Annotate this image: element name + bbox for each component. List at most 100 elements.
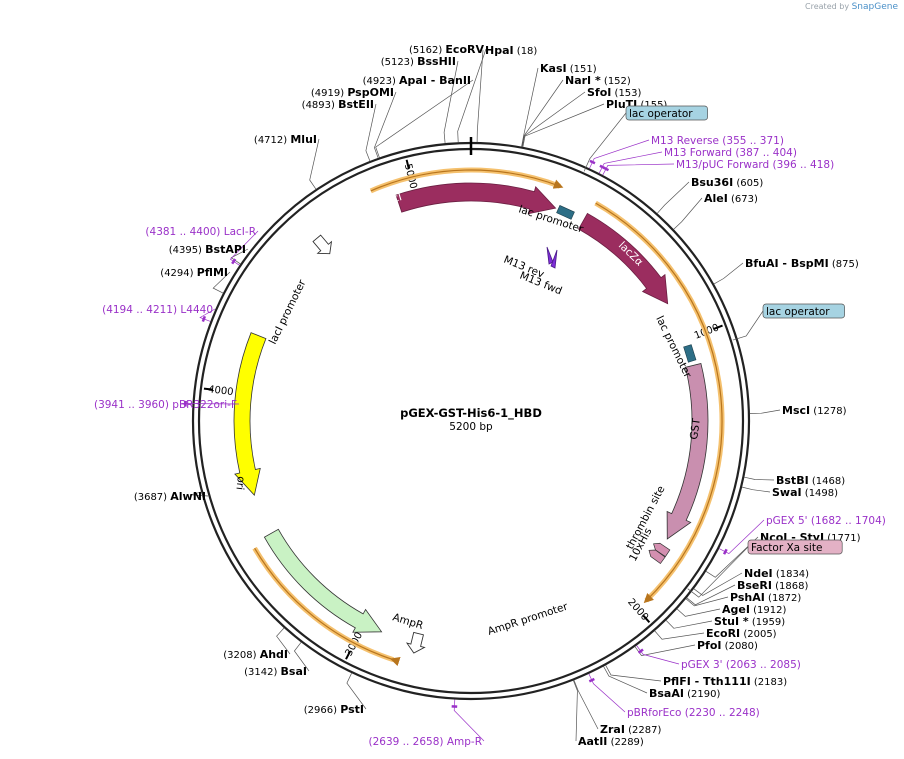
site-name: Bsu36I — [691, 176, 733, 189]
site-label-26[interactable]: (3687) AlwNI — [134, 490, 206, 503]
site-label-19[interactable]: PflFI - Tth111I (2183) — [663, 675, 787, 688]
primer-label-0[interactable]: M13 Reverse (355 .. 371) — [651, 135, 784, 147]
site-label-12[interactable]: NdeI (1834) — [744, 567, 809, 580]
m13-fwd-arrow — [550, 249, 558, 269]
center-labels: pGEX-GST-His6-1_HBD 5200 bp — [400, 406, 542, 433]
site-position: (1872) — [765, 593, 802, 604]
site-label-25[interactable]: (3208) AhdI — [223, 648, 288, 661]
AmpR-promoter-arrow — [405, 631, 426, 654]
site-position: (1834) — [773, 569, 810, 580]
primer-name: pGEX 3' — [681, 659, 723, 671]
site-line-27 — [212, 271, 231, 294]
credit-prefix: Created by — [805, 2, 850, 11]
site-label-27[interactable]: (4294) PflMI — [160, 266, 228, 279]
site-label-17[interactable]: EcoRI (2005) — [706, 627, 777, 640]
site-label-3[interactable]: SfoI (153) — [587, 86, 642, 99]
site-line-5 — [657, 181, 690, 214]
lacI-arrow — [395, 182, 557, 215]
plasmid-size: 5200 bp — [449, 421, 493, 433]
lac-promoter-2-box — [683, 344, 697, 363]
site-position: (4294) — [160, 268, 196, 279]
site-label-1[interactable]: KasI (151) — [540, 62, 597, 75]
site-line-10 — [742, 486, 771, 493]
primer-sites[interactable]: M13 Reverse (355 .. 371)M13 Forward (387… — [94, 135, 886, 748]
site-position: (1498) — [802, 488, 839, 499]
site-line-11 — [705, 536, 759, 578]
site-line-28 — [230, 248, 249, 265]
site-label-22[interactable]: AatII (2289) — [578, 735, 644, 748]
site-name: KasI — [540, 62, 567, 75]
site-label-32[interactable]: (4923) ApaI - BanII — [363, 74, 471, 87]
site-label-16[interactable]: StuI * (1959) — [714, 615, 785, 628]
site-label-10[interactable]: SwaI (1498) — [772, 486, 838, 499]
site-label-14[interactable]: PshAI (1872) — [730, 591, 801, 604]
primer-label-4[interactable]: pGEX 3' (2063 .. 2085) — [681, 659, 801, 671]
site-label-6[interactable]: AleI (673) — [704, 192, 758, 205]
primer-position: (2639 .. 2658) — [369, 736, 447, 748]
lacI-promoter-arrow — [312, 234, 333, 255]
primer-name: pBRforEco — [627, 707, 681, 719]
AmpR-label: AmpR — [391, 611, 425, 632]
site-label-8[interactable]: MscI (1278) — [782, 404, 847, 417]
site-label-30[interactable]: (4893) BstEII — [302, 98, 374, 111]
primer-position: (2230 .. 2248) — [681, 707, 759, 719]
primer-label-6[interactable]: (2639 .. 2658) Amp-R — [369, 736, 483, 748]
site-name: PflMI — [197, 266, 228, 279]
primer-position: (3941 .. 3960) — [94, 399, 172, 411]
primer-label-9[interactable]: (4381 .. 4400) LacI-R — [145, 226, 256, 238]
site-label-2[interactable]: NarI * (152) — [565, 74, 631, 87]
site-label-21[interactable]: ZraI (2287) — [600, 723, 661, 736]
orf-arcs — [252, 167, 725, 667]
site-label-13[interactable]: BseRI (1868) — [737, 579, 808, 592]
site-label-9[interactable]: BstBI (1468) — [776, 474, 845, 487]
site-line-7 — [713, 262, 744, 285]
primer-label-1[interactable]: M13 Forward (387 .. 404) — [664, 147, 797, 159]
primer-line-5 — [588, 673, 626, 713]
tag-text-0: lac operator — [629, 108, 693, 120]
plasmid-backbone — [191, 137, 751, 701]
site-name: AleI — [704, 192, 728, 205]
site-label-18[interactable]: PfoI (2080) — [697, 639, 758, 652]
site-name: PshAI — [730, 591, 765, 604]
primer-label-7[interactable]: (3941 .. 3960) pBR322ori-F — [94, 399, 237, 411]
site-label-20[interactable]: BsaAI (2190) — [649, 687, 720, 700]
site-label-0[interactable]: HpaI (18) — [485, 44, 537, 57]
site-name: BstAPI — [205, 243, 246, 256]
site-label-34[interactable]: (5162) EcoRV — [409, 43, 484, 56]
site-position: (5123) — [381, 57, 417, 68]
primer-line-2 — [602, 163, 675, 176]
primer-position: (396 .. 418) — [769, 159, 834, 171]
site-name: EcoRI — [706, 627, 740, 640]
primer-label-5[interactable]: pBRforEco (2230 .. 2248) — [627, 707, 760, 719]
site-line-21 — [573, 680, 599, 730]
site-line-9 — [744, 476, 775, 481]
site-label-15[interactable]: AgeI (1912) — [722, 603, 786, 616]
site-label-29[interactable]: (4712) MluI — [254, 133, 317, 146]
site-position: (151) — [567, 64, 597, 75]
site-label-33[interactable]: (5123) BssHII — [381, 55, 456, 68]
primer-label-8[interactable]: (4194 .. 4211) L4440 — [102, 304, 213, 316]
site-label-7[interactable]: BfuAI - BspMI (875) — [745, 257, 859, 270]
site-position: (3687) — [134, 492, 170, 503]
site-label-28[interactable]: (4395) BstAPI — [169, 243, 246, 256]
site-name: NdeI — [744, 567, 773, 580]
site-name: AhdI — [260, 648, 288, 661]
site-label-31[interactable]: (4919) PspOMI — [311, 86, 394, 99]
site-name: PfoI — [697, 639, 722, 652]
site-line-1 — [521, 67, 539, 147]
site-label-5[interactable]: Bsu36I (605) — [691, 176, 763, 189]
site-line-0 — [476, 49, 484, 143]
site-line-15 — [676, 608, 721, 617]
lacZa-arrow — [578, 212, 669, 305]
primer-label-2[interactable]: M13/pUC Forward (396 .. 418) — [676, 159, 834, 171]
primer-label-3[interactable]: pGEX 5' (1682 .. 1704) — [766, 515, 886, 527]
orf-arc-line-1 — [595, 202, 723, 604]
site-name: HpaI — [485, 44, 514, 57]
site-label-23[interactable]: (2966) PstI — [304, 703, 364, 716]
site-label-24[interactable]: (3142) BsaI — [244, 665, 307, 678]
site-name: NarI * — [565, 74, 601, 87]
primer-position: (387 .. 404) — [732, 147, 797, 159]
site-line-4 — [522, 103, 605, 147]
site-line-31 — [374, 91, 397, 159]
